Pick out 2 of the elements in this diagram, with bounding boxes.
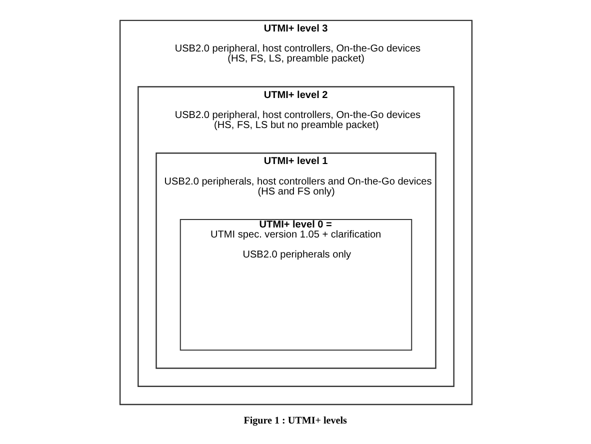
node-box: UTMI+ level 0 = UTMI spec. version 1.05 + clarification USB2.0 peripherals only (179, 218, 412, 351)
caption: Figure 1 : UTMI+ levels (243, 416, 346, 427)
